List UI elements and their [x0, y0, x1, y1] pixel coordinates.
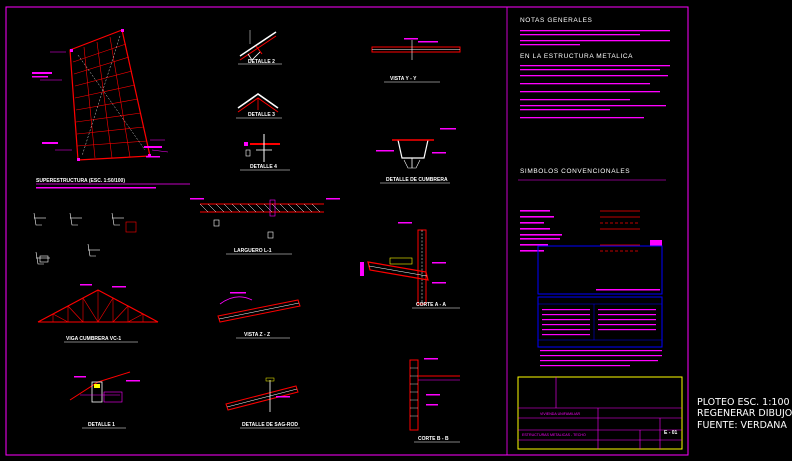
section-a-a: [360, 222, 460, 309]
sag-rod-title: DETALLE DE SAG-ROD: [242, 422, 299, 428]
section-b-b: [409, 358, 460, 443]
general-notes-lines: [520, 30, 670, 46]
symbols-heading: SIMBOLOS CONVENCIONALES: [520, 168, 631, 175]
view-z-z-title: VISTA Z - Z: [244, 332, 271, 338]
detail-3-title: DETALLE 3: [248, 112, 275, 118]
plan-title: SUPERESTRUCTURA (ESC. 1:50/100): [36, 178, 126, 184]
regenerate-note: REGENERAR DIBUJO: [697, 408, 792, 419]
general-notes-heading: NOTAS GENERALES: [520, 17, 593, 24]
view-z-z: [217, 292, 301, 339]
detail-4-title: DETALLE 4: [250, 164, 277, 170]
title-block: [517, 376, 683, 450]
ridge-truss-vc1: [37, 284, 159, 343]
section-a-a-title: CORTE A - A: [416, 302, 446, 308]
detail-2: [238, 30, 282, 65]
roof-plan: [32, 29, 190, 189]
section-b-b-title: CORTE B - B: [418, 436, 449, 442]
metal-notes-lines: [520, 65, 670, 119]
metal-notes-heading: EN LA ESTRUCTURA METALICA: [520, 53, 634, 60]
detail-3: [236, 93, 282, 119]
detail-ridge: [376, 128, 456, 184]
view-y-y-title: VISTA Y - Y: [390, 76, 417, 82]
detail-2-title: DETALLE 2: [248, 59, 275, 65]
plot-scale-note: PLOTEO ESC. 1:100: [697, 397, 790, 408]
detail-1: [69, 371, 140, 429]
detail-1-title: DETALLE 1: [88, 422, 115, 428]
view-y-y: [371, 38, 461, 83]
section-marks: [33, 212, 137, 265]
detail-sag-rod: [225, 377, 300, 429]
ridge-truss-title: VIGA CUMBRERA VC-1: [66, 336, 122, 342]
font-note: FUENTE: VERDANA: [697, 420, 787, 431]
project-name: VIVIENDA UNIFAMILIAR: [540, 412, 581, 416]
purlin-l1: [190, 198, 340, 255]
info-panels: [537, 245, 663, 367]
sheet-title: ESTRUCTURAS METALICAS - TECHO: [522, 433, 586, 437]
sheet-border: [5, 6, 689, 456]
symbols-list: [518, 179, 666, 252]
purlin-title: LARGUERO L-1: [234, 248, 272, 254]
sheet-number: E - 01: [664, 430, 678, 436]
detail-4: [240, 134, 290, 171]
ridge-detail-title: DETALLE DE CUMBRERA: [386, 177, 448, 183]
